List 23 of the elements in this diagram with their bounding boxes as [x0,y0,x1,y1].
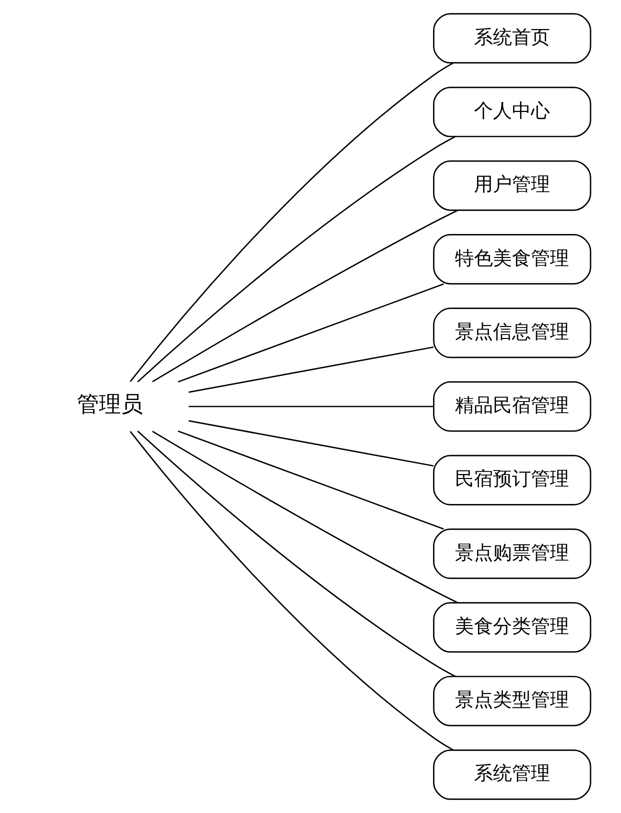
connector [188,420,434,467]
connector [177,430,444,530]
connector [177,283,444,382]
node-box: 系统管理 [432,749,591,800]
connector [188,346,434,393]
node-box: 民宿预订管理 [432,454,591,506]
node-box: 景点类型管理 [432,676,591,726]
connector [136,136,456,382]
node-text: 管理员 [76,392,142,418]
node-box: 精品民宿管理 [432,381,591,432]
connector [129,62,453,382]
connector [152,430,458,604]
node-box: 系统首页 [432,13,591,64]
connector [152,210,458,382]
node-box: 特色美食管理 [432,234,591,284]
connector [136,430,456,677]
node-box: 景点购票管理 [432,528,591,579]
node-box: 用户管理 [432,160,591,211]
connector [188,406,433,408]
connector [129,431,453,751]
node-box: 景点信息管理 [432,308,591,358]
node-box: 个人中心 [432,86,591,138]
node-box: 美食分类管理 [432,602,591,653]
